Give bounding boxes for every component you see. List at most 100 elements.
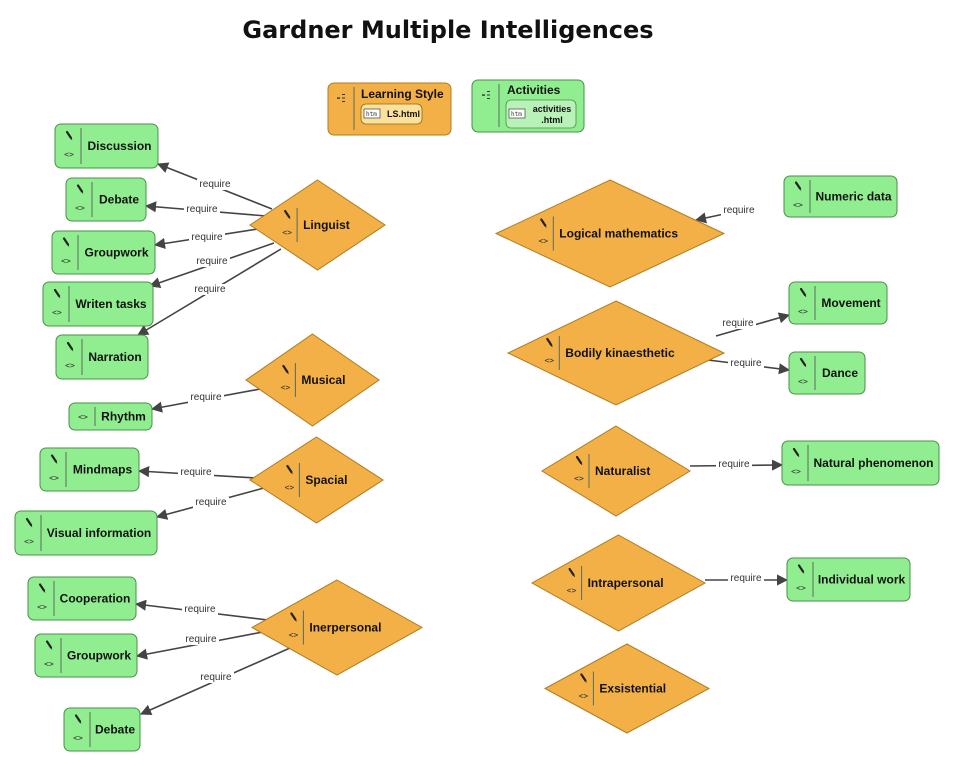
pen-icon	[25, 517, 33, 528]
require-edge[interactable]: require	[153, 227, 265, 249]
require-edge[interactable]: require	[694, 205, 758, 224]
require-edge[interactable]: require	[705, 573, 789, 586]
require-edge[interactable]: require	[715, 312, 791, 337]
code-icon: <>	[78, 413, 88, 422]
activity-node-debate[interactable]: <>Debate	[63, 707, 141, 752]
pen-icon	[76, 184, 84, 194]
edge-label: require	[196, 256, 228, 267]
require-edge[interactable]: require	[144, 201, 267, 217]
require-edge[interactable]: require	[156, 162, 273, 210]
svg-text:htm: htm	[511, 111, 522, 118]
code-icon: <>	[574, 474, 584, 483]
activity-label: Narration	[88, 350, 141, 364]
activity-node-dance[interactable]: <>Dance	[788, 351, 866, 395]
activity-node-cooperation[interactable]: <>Cooperation	[27, 576, 137, 621]
activity-label: Groupwork	[84, 246, 148, 260]
edge-label: require	[722, 318, 754, 329]
activity-node-groupwork[interactable]: <>Groupwork	[51, 230, 156, 275]
nodes: <>Linguist<>Musical<>Spacial<>Inerperson…	[14, 123, 940, 752]
code-icon: <>	[73, 734, 83, 743]
activity-node-numeric-data[interactable]: <>Numeric data	[783, 175, 898, 218]
edge-label: require	[199, 179, 231, 190]
activity-node-narration[interactable]: <>Narration	[55, 334, 149, 380]
htm-file-icon: htm	[363, 108, 381, 119]
edge-label-bg	[197, 179, 233, 190]
edge-label: require	[185, 634, 217, 645]
activity-label: Numeric data	[815, 190, 891, 204]
code-icon: <>	[544, 356, 554, 365]
pen-icon	[792, 447, 800, 458]
activities-html-link-line1: activities	[533, 104, 572, 114]
code-icon: <>	[52, 308, 62, 317]
pen-icon	[282, 364, 289, 375]
require-edge[interactable]: require	[150, 386, 272, 413]
activity-node-visual-information[interactable]: <>Visual information	[14, 510, 158, 556]
require-edge[interactable]: require	[135, 630, 269, 660]
activity-label: Debate	[99, 193, 139, 207]
activity-label: Natural phenomenon	[813, 456, 933, 470]
intelligence-node-naturalist[interactable]: <>Naturalist	[541, 425, 691, 517]
require-edge[interactable]: require	[137, 248, 282, 336]
pen-icon	[799, 287, 807, 298]
pen-icon	[65, 130, 73, 141]
edge-label-bg	[193, 497, 229, 508]
activity-node-movement[interactable]: <>Movement	[788, 281, 888, 325]
edge-label: require	[723, 205, 755, 216]
svg-text:htm: htm	[366, 111, 377, 118]
intelligence-node-linguist[interactable]: <> Linguist	[249, 179, 386, 271]
pen-icon	[53, 288, 61, 299]
legend-activities[interactable]: Activities htm activities .html	[471, 79, 585, 133]
edge-label-bg	[716, 459, 752, 470]
menu-icon	[482, 91, 490, 99]
activity-node-mindmaps[interactable]: <>Mindmaps	[39, 447, 140, 492]
require-edge[interactable]: require	[155, 487, 265, 520]
require-edge[interactable]: require	[148, 242, 275, 288]
activity-node-discussion[interactable]: <>Discussion	[54, 123, 159, 169]
edge-label: require	[730, 573, 762, 584]
code-icon: <>	[538, 237, 548, 246]
require-edge[interactable]: require	[137, 466, 257, 479]
edge-label-bg	[192, 284, 228, 295]
activity-node-writen-tasks[interactable]: <>Writen tasks	[42, 281, 154, 327]
edge-label-bg	[720, 318, 756, 329]
activity-label: Cooperation	[60, 592, 131, 606]
activity-label: Dance	[822, 366, 858, 380]
activity-node-groupwork[interactable]: <>Groupwork	[34, 633, 138, 678]
intelligence-label: Spacial	[305, 473, 347, 487]
intelligence-label: Linguist	[303, 218, 350, 232]
edge-label: require	[180, 467, 212, 478]
intelligence-node-exsistential[interactable]: <>Exsistential	[543, 643, 711, 734]
intelligence-node-spacial[interactable]: <>Spacial	[249, 436, 384, 524]
pen-icon	[50, 454, 58, 464]
activity-node-rhythm[interactable]: <>Rhythm	[68, 402, 153, 431]
activity-node-individual-work[interactable]: <>Individual work	[786, 557, 911, 602]
pen-icon	[62, 237, 70, 247]
require-edge[interactable]: require	[134, 599, 269, 621]
intelligence-node-musical[interactable]: <>Musical	[245, 333, 380, 427]
intelligence-node-logical-mathematics[interactable]: <> Logical mathematics	[494, 179, 726, 288]
code-icon: <>	[579, 692, 589, 701]
edges: require require require require require requi…	[134, 162, 791, 716]
activity-node-natural-phenomenon[interactable]: <>Natural phenomenon	[781, 440, 940, 486]
code-icon: <>	[796, 584, 806, 593]
intelligence-node-intrapersonal[interactable]: <>Intrapersonal	[530, 534, 707, 632]
edge-label: require	[191, 232, 223, 243]
intelligence-node-inerpersonal[interactable]: <>Inerpersonal	[250, 579, 424, 676]
require-edge[interactable]: require	[707, 358, 791, 375]
pen-icon	[575, 455, 583, 466]
pen-icon	[74, 714, 82, 724]
require-edge[interactable]: require	[689, 459, 784, 471]
intelligence-label: Logical mathematics	[559, 227, 678, 241]
code-icon: <>	[282, 228, 292, 237]
activities-html-link-line2: .html	[541, 115, 563, 125]
activity-node-debate[interactable]: <>Debate	[65, 177, 147, 222]
activity-label: Groupwork	[67, 649, 131, 663]
edge-label: require	[190, 392, 222, 403]
ls-html-link[interactable]: htm LS.html	[360, 103, 423, 125]
activities-html-link[interactable]: htm activities .html	[505, 99, 577, 129]
intelligence-node-bodily-kinaesthetic[interactable]: <>Bodily kinaesthetic	[506, 300, 726, 406]
edge-label: require	[718, 459, 750, 470]
require-edge[interactable]: require	[139, 647, 291, 716]
legend-activities-label: Activities	[507, 83, 561, 97]
legend-learning-style[interactable]: Learning Style htm LS.html	[327, 82, 452, 136]
